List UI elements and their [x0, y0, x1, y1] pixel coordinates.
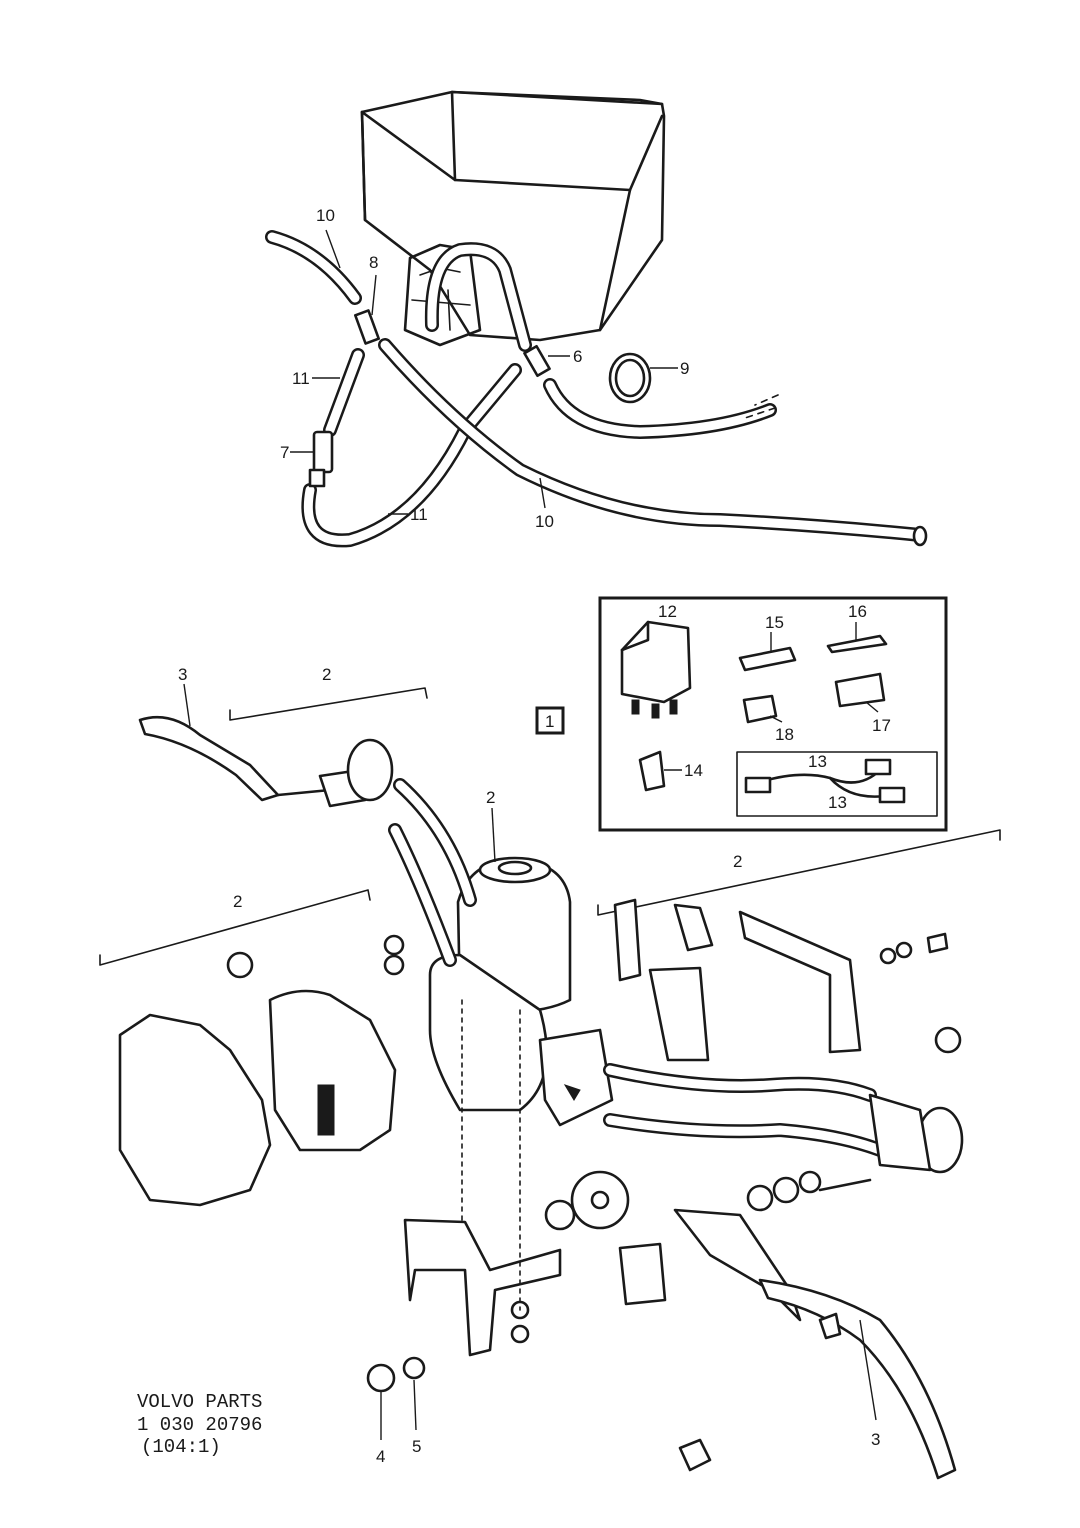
callout-18: 18	[775, 725, 794, 744]
callout-14: 14	[684, 761, 703, 780]
caption-reference: (104:1)	[141, 1436, 221, 1458]
callout-10-upper: 10	[316, 206, 335, 225]
parts-caption: VOLVO PARTS 1 030 20796 (104:1)	[137, 1391, 262, 1458]
callout-11-upper: 11	[292, 369, 310, 388]
callout-13-upper: 13	[808, 752, 827, 771]
callout-7: 7	[280, 443, 289, 462]
callout-8: 8	[369, 253, 378, 272]
caption-brand: VOLVO PARTS	[137, 1391, 262, 1413]
callout-5: 5	[412, 1437, 421, 1456]
callout-2-left: 2	[233, 892, 242, 911]
callout-1: 1	[545, 712, 554, 731]
kit-number-box	[535, 706, 565, 735]
callout-2-right: 2	[733, 852, 742, 871]
callout-13-lower: 13	[828, 793, 847, 812]
wiper-motor-assembly	[99, 687, 1001, 1480]
callout-17: 17	[872, 716, 891, 735]
callout-3-upper: 3	[178, 665, 187, 684]
callout-6: 6	[573, 347, 582, 366]
callout-15: 15	[765, 613, 784, 632]
relay-kit-inset	[598, 596, 948, 832]
callout-labels: 10 8 6 9 11 7 11 10 3 2 2 2 2 1 12 15 16…	[178, 206, 891, 1466]
washer-hoses	[265, 230, 928, 548]
callout-3-lower: 3	[871, 1430, 880, 1449]
callout-9: 9	[680, 359, 689, 378]
callout-4: 4	[376, 1447, 385, 1466]
caption-part-number: 1 030 20796	[137, 1414, 262, 1436]
callout-12: 12	[658, 602, 677, 621]
callout-16: 16	[848, 602, 867, 621]
callout-2-top: 2	[322, 665, 331, 684]
callout-2-motor: 2	[486, 788, 495, 807]
callout-11-lower: 11	[410, 505, 428, 524]
callout-10-lower: 10	[535, 512, 554, 531]
